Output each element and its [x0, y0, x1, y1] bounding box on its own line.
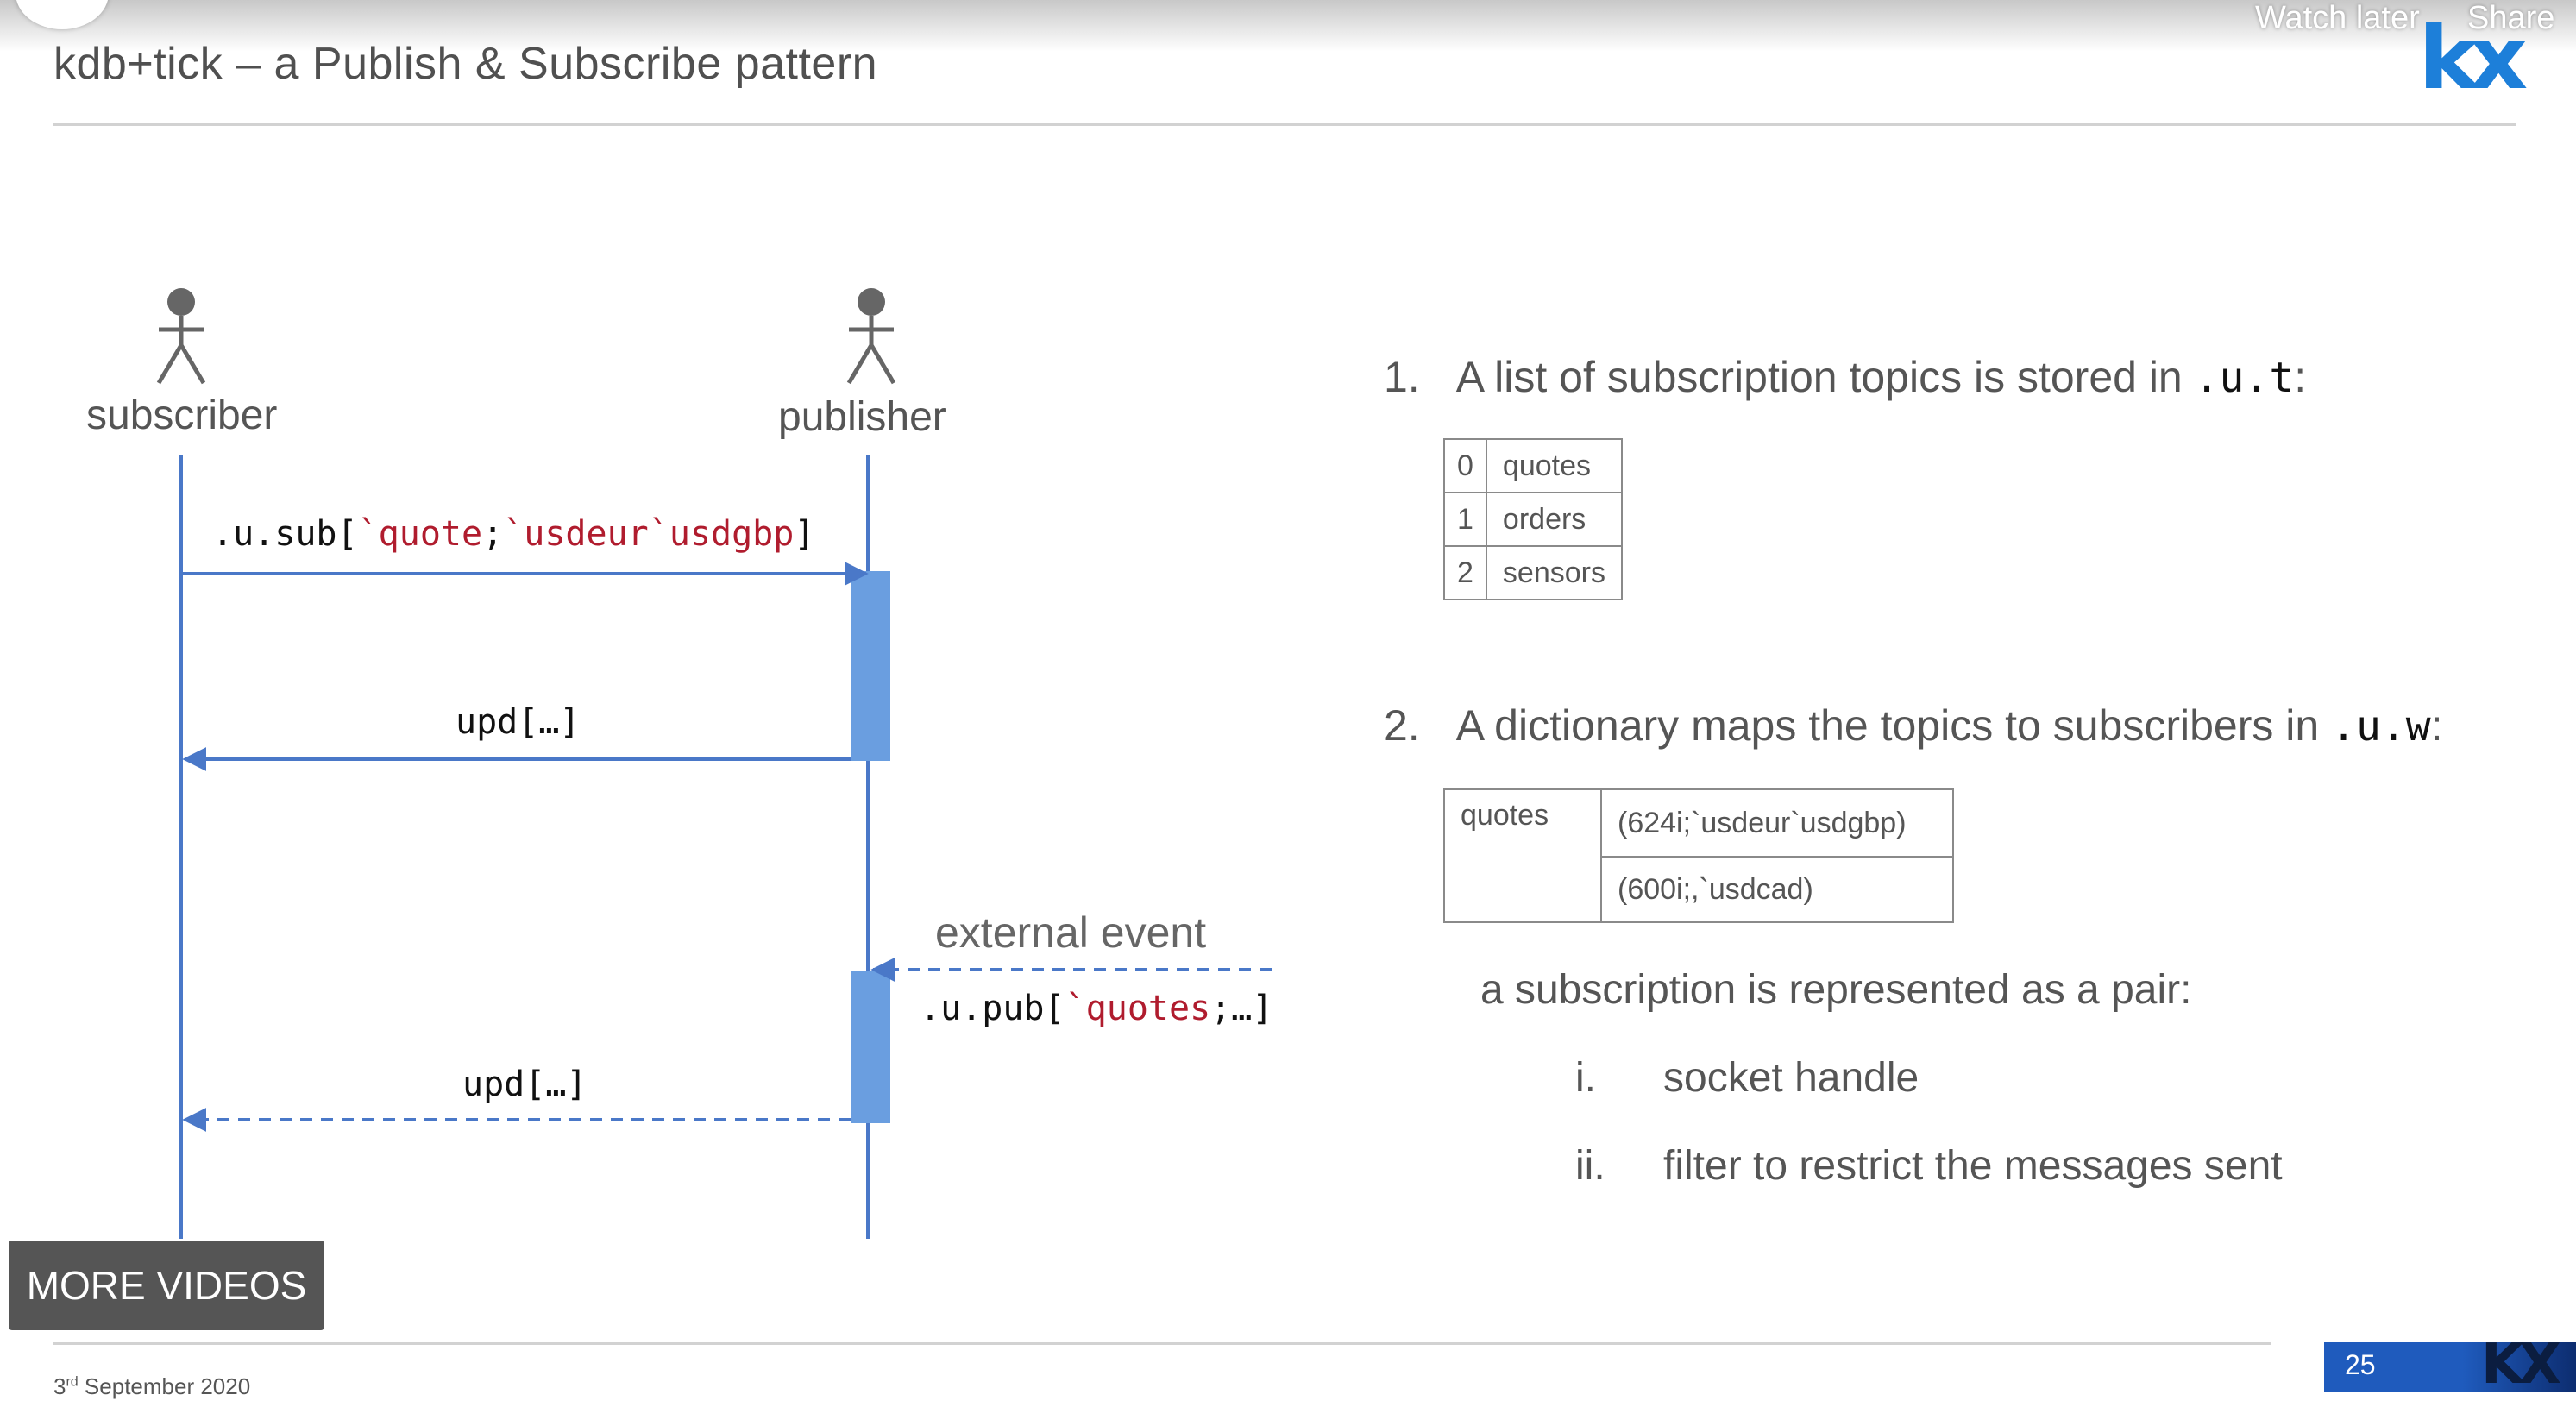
point-2: 2. A dictionary maps the topics to subscr… [1384, 700, 2443, 751]
date-suffix: rd [66, 1374, 79, 1390]
list-number: 1. [1384, 353, 1420, 401]
sub-item-number: i. [1575, 1055, 1596, 1101]
page-number-bar [2324, 1342, 2576, 1392]
code-text: ] [794, 514, 815, 554]
point-1: 1. A list of subscription topics is store… [1384, 352, 2306, 402]
pub-label: .u.pub[`quotes;…] [920, 989, 1272, 1028]
subscribers-dictionary: quotes (624i;`usdeur`usdgbp) (600i;,`usd… [1443, 788, 1954, 923]
table-cell: 2 [1443, 545, 1487, 600]
subscriber-label: subscriber [86, 393, 278, 438]
footer-divider [53, 1342, 2271, 1345]
dict-key: quotes [1443, 788, 1602, 923]
table-row: 0 quotes [1443, 438, 1623, 493]
code-text: .u.sub[ [212, 514, 358, 554]
code-text: .u.pub[ [920, 989, 1065, 1028]
list-number: 2. [1384, 701, 1420, 750]
activation-bar-2 [851, 971, 890, 1123]
point-text: A list of subscription topics is stored … [1455, 353, 2195, 401]
upd-reply-label: upd[…] [456, 702, 581, 742]
watch-later-button[interactable]: Watch later [2255, 0, 2420, 36]
publisher-label: publisher [778, 394, 946, 440]
share-button[interactable]: Share [2467, 0, 2555, 36]
table-cell: quotes [1485, 438, 1623, 493]
dict-value: (624i;`usdeur`usdgbp) [1600, 788, 1954, 858]
sub-item-text: socket handle [1663, 1055, 1919, 1101]
title-divider [53, 123, 2516, 126]
player-top-overlay [0, 0, 2576, 52]
kx-logo: kx [2418, 8, 2528, 109]
code-text: .u.t [2194, 354, 2295, 402]
code-text: ; [482, 514, 504, 554]
activation-bar-1 [851, 571, 890, 761]
table-cell: orders [1485, 492, 1623, 547]
external-event-label: external event [935, 908, 1207, 957]
sub-request-label: .u.sub[`quote;`usdeur`usdgbp] [212, 514, 814, 554]
kx-footer-logo: KX [2481, 1333, 2561, 1397]
code-string: `quote [357, 514, 483, 554]
code-string: `usdeur`usdgbp [503, 514, 795, 554]
date-day: 3 [53, 1373, 66, 1399]
table-cell: 1 [1443, 492, 1487, 547]
code-text: ;…] [1210, 989, 1273, 1028]
point-text: A dictionary maps the topics to subscrib… [1455, 701, 2332, 750]
table-cell: sensors [1485, 545, 1623, 600]
topics-table: 0 quotes 1 orders 2 sensors [1443, 438, 1623, 600]
code-text: .u.w [2331, 702, 2431, 751]
point-text: : [2294, 353, 2307, 401]
slide-title: kdb+tick – a Publish & Subscribe pattern [53, 39, 878, 89]
subscriber-actor-icon [156, 288, 206, 385]
table-row: 2 sensors [1443, 545, 1623, 600]
table-cell: 0 [1443, 438, 1487, 493]
point-text: : [2430, 701, 2443, 750]
publisher-actor-icon [846, 288, 896, 385]
date-rest: September 2020 [78, 1373, 251, 1399]
slide-date: 3rd September 2020 [53, 1373, 250, 1400]
table-row: (600i;,`usdcad) [1444, 856, 1954, 923]
sub-item-number: ii. [1575, 1143, 1605, 1189]
dict-value: (600i;,`usdcad) [1600, 856, 1954, 923]
page-number: 25 [2345, 1349, 2376, 1380]
code-string: `quotes [1065, 989, 1211, 1028]
upd-publish-label: upd[…] [462, 1065, 587, 1104]
pair-description: a subscription is represented as a pair: [1480, 967, 2192, 1013]
table-row: 1 orders [1443, 492, 1623, 547]
table-row: quotes (624i;`usdeur`usdgbp) [1443, 788, 1954, 923]
more-videos-button[interactable]: MORE VIDEOS [9, 1241, 324, 1330]
sub-item-text: filter to restrict the messages sent [1663, 1143, 2283, 1189]
